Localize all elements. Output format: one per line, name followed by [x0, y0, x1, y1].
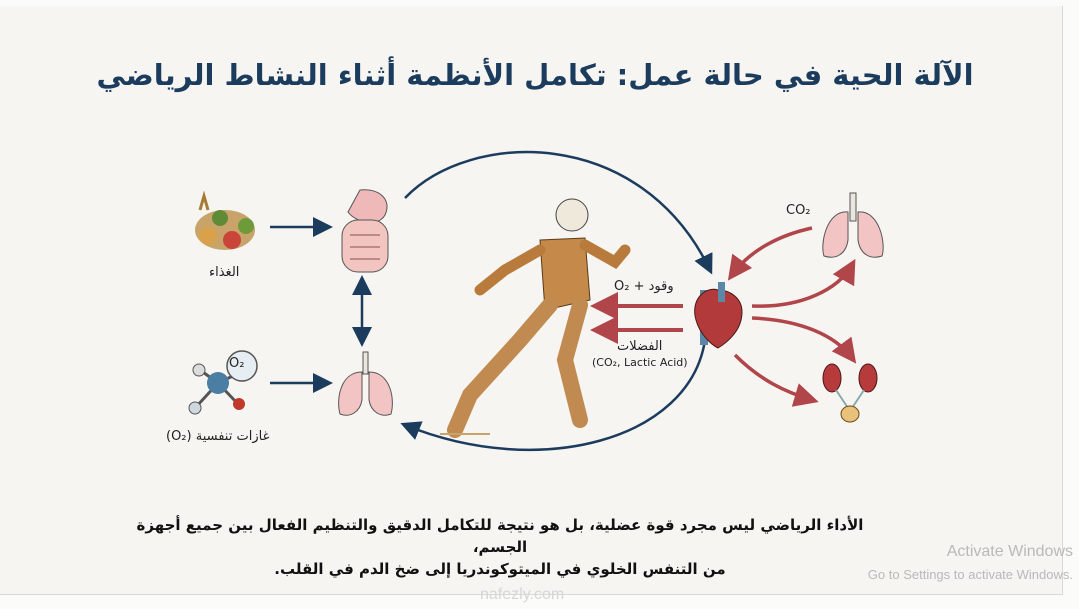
waste-detail-label: (CO₂, Lactic Acid): [592, 356, 688, 369]
caption-line-1: الأداء الرياضي ليس مجرد قوة عضلية، بل هو…: [136, 516, 864, 556]
fuel-label: وقود + O₂: [614, 279, 674, 294]
gases-label: غازات تنفسية (O₂): [166, 429, 270, 444]
o2-molecule-label: O₂: [229, 356, 245, 371]
caption-line-2: من التنفس الخلوي في الميتوكوندريا إلى ضخ…: [274, 560, 726, 578]
lungs-icon: [338, 351, 393, 416]
circulation-arc-top: [404, 150, 713, 275]
co2-label: CO₂: [786, 203, 811, 218]
page-title: الآلة الحية في حالة عمل: تكامل الأنظمة أ…: [96, 58, 974, 92]
circulation-arc-bottom: [400, 339, 707, 451]
heart-to-kidneys-arrow: [751, 316, 857, 364]
food-label: الغذاء: [209, 265, 240, 280]
heart-icon: [694, 282, 743, 349]
food-icon: [195, 190, 255, 250]
stomach-intestine-icon: [341, 189, 389, 273]
heart-to-bladder-arrow: [733, 353, 819, 407]
heart-to-lungs-arrow: [751, 258, 856, 308]
lungs-icon-right: [822, 192, 884, 258]
kidneys-bladder-icon: [822, 363, 878, 423]
co2-arrow: [727, 226, 813, 281]
activate-windows-title: Activate Windows: [946, 543, 1073, 560]
runner-muscles-icon: [440, 198, 631, 438]
slide: [0, 6, 1063, 595]
caption: الأداء الرياضي ليس مجرد قوة عضلية، بل هو…: [120, 514, 880, 580]
waste-label: الفضلات: [617, 339, 663, 354]
watermark: nafezly.com: [480, 586, 565, 603]
o2-molecule-icon: [188, 350, 258, 415]
activate-windows-subtitle[interactable]: Go to Settings to activate Windows.: [867, 567, 1073, 582]
